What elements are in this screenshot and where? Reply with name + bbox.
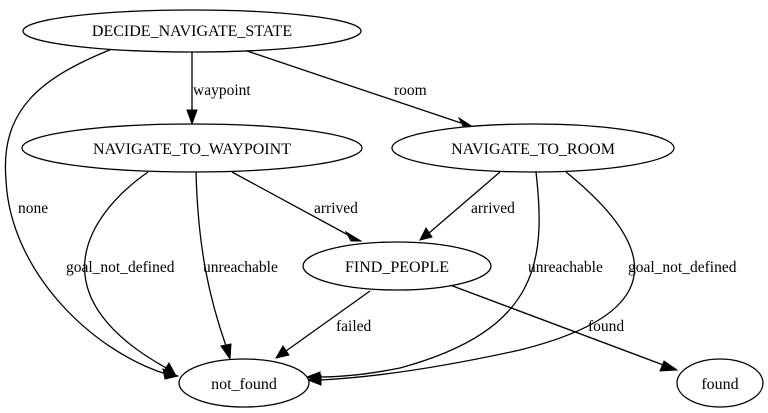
node-decide-navigate-state: DECIDE_NAVIGATE_STATE bbox=[22, 9, 362, 53]
edge-label-found: found bbox=[588, 318, 624, 335]
edge-label-waypoint-goal-not-defined: goal_not_defined bbox=[66, 259, 175, 276]
node-navigate-to-waypoint: NAVIGATE_TO_WAYPOINT bbox=[21, 123, 363, 173]
node-not-found: not_found bbox=[178, 358, 310, 408]
node-label-find-people: FIND_PEOPLE bbox=[345, 259, 449, 276]
edge-label-waypoint-arrived: arrived bbox=[314, 200, 358, 217]
node-label-navigate-to-room: NAVIGATE_TO_ROOM bbox=[451, 141, 615, 158]
node-label-navigate-to-waypoint: NAVIGATE_TO_WAYPOINT bbox=[93, 141, 291, 158]
edge-room-to-find-people bbox=[419, 171, 501, 241]
edge-label-room-unreachable: unreachable bbox=[528, 259, 603, 276]
edge-label-room: room bbox=[394, 82, 427, 99]
edge-find-people-found bbox=[449, 284, 679, 372]
edge-find-people-failed bbox=[274, 290, 371, 359]
edge-label-waypoint-unreachable: unreachable bbox=[203, 259, 278, 276]
edge-waypoint-unreachable bbox=[195, 171, 232, 361]
node-found: found bbox=[676, 358, 764, 408]
edge-label-waypoint: waypoint bbox=[193, 82, 251, 99]
edge-room-goal-not-defined bbox=[306, 171, 636, 386]
edge-label-failed: failed bbox=[336, 318, 372, 335]
node-label-found: found bbox=[701, 376, 738, 393]
node-find-people: FIND_PEOPLE bbox=[302, 241, 492, 291]
edge-decide-to-waypoint bbox=[186, 51, 198, 126]
edge-waypoint-to-find-people bbox=[231, 171, 363, 242]
node-label-decide-navigate-state: DECIDE_NAVIGATE_STATE bbox=[92, 23, 292, 40]
edge-waypoint-goal-not-defined bbox=[84, 171, 178, 378]
edge-label-room-goal-not-defined: goal_not_defined bbox=[628, 259, 737, 276]
edge-label-room-arrived: arrived bbox=[471, 200, 515, 217]
edge-label-none: none bbox=[18, 200, 48, 217]
node-navigate-to-room: NAVIGATE_TO_ROOM bbox=[391, 123, 675, 173]
node-label-not-found: not_found bbox=[211, 376, 277, 393]
edge-decide-to-room bbox=[243, 49, 475, 129]
